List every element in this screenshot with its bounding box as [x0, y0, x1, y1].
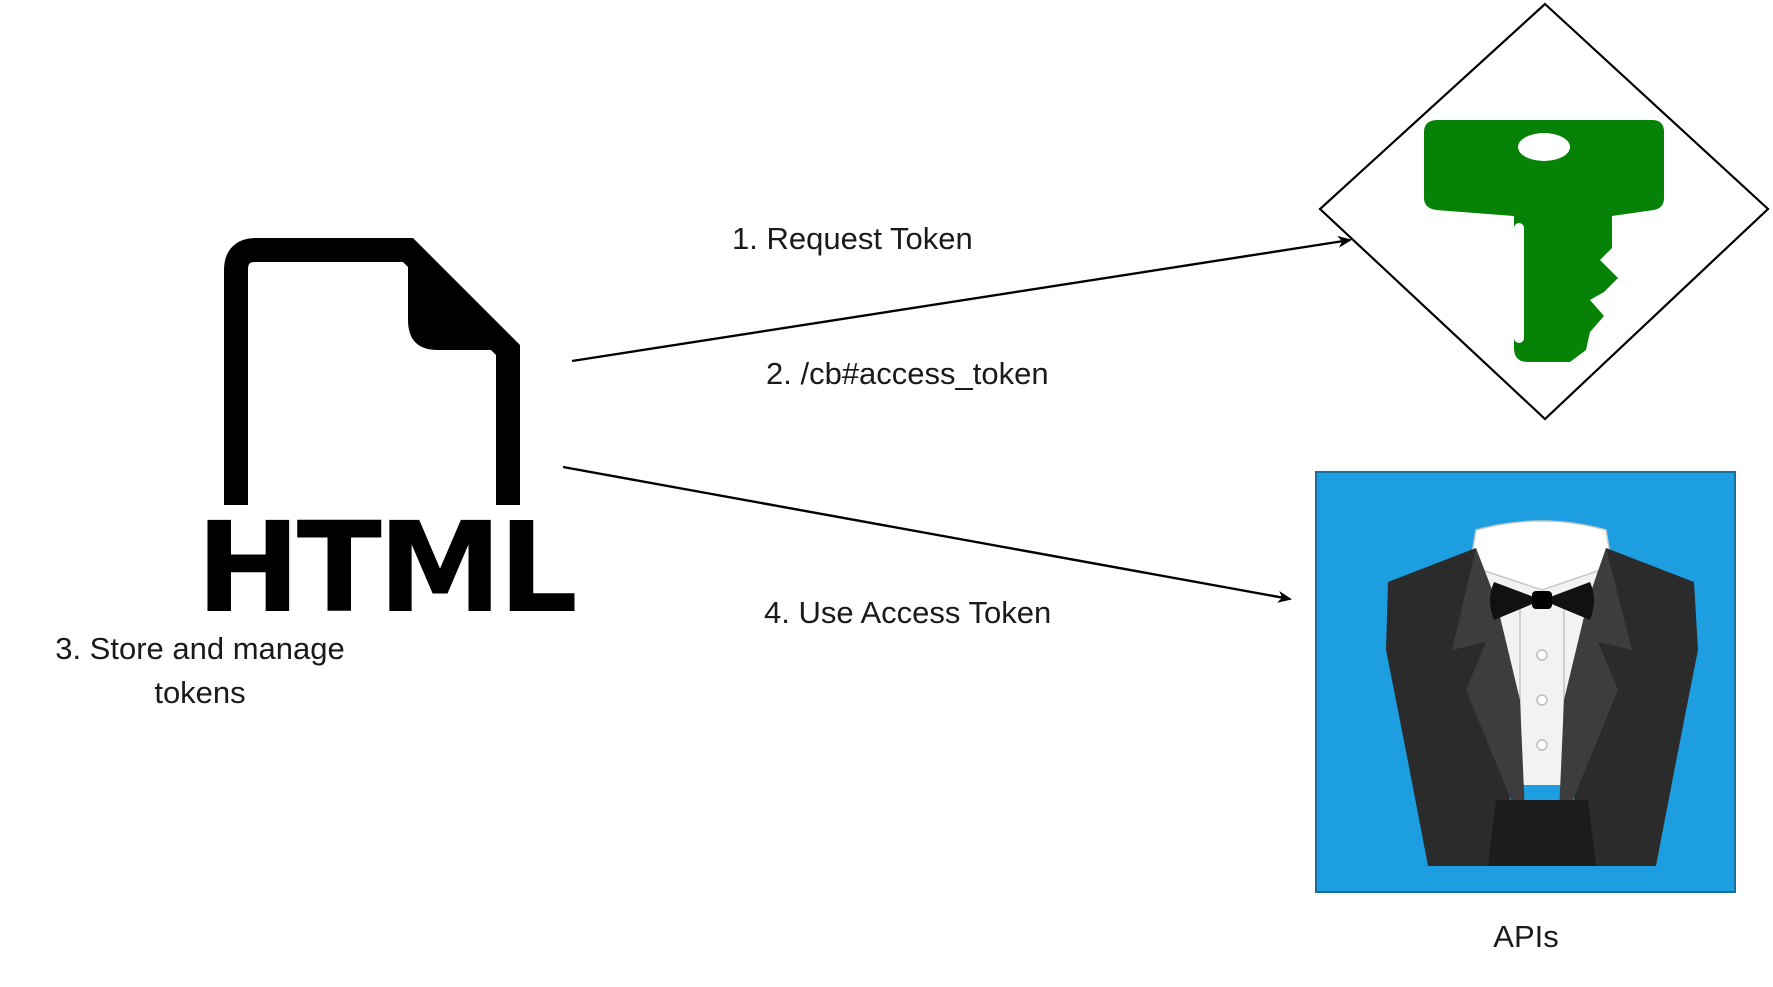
request-token-arrow — [571, 235, 1352, 363]
step-callback-label: 2. /cb#access_token — [766, 356, 1049, 391]
apis-node — [1315, 471, 1736, 893]
html-icon-text: HTML — [196, 496, 578, 641]
step-use-token-label: 4. Use Access Token — [764, 595, 1052, 630]
auth-server-node — [1318, 2, 1770, 421]
step-store-label: 3. Store and manage tokens — [55, 631, 345, 710]
use-token-arrow — [562, 465, 1292, 603]
apis-label: APIs — [1493, 919, 1559, 954]
html-document-icon — [224, 238, 520, 505]
step-request-token-label: 1. Request Token — [732, 221, 973, 256]
key-icon — [1424, 120, 1664, 362]
tuxedo-icon — [1386, 520, 1698, 866]
